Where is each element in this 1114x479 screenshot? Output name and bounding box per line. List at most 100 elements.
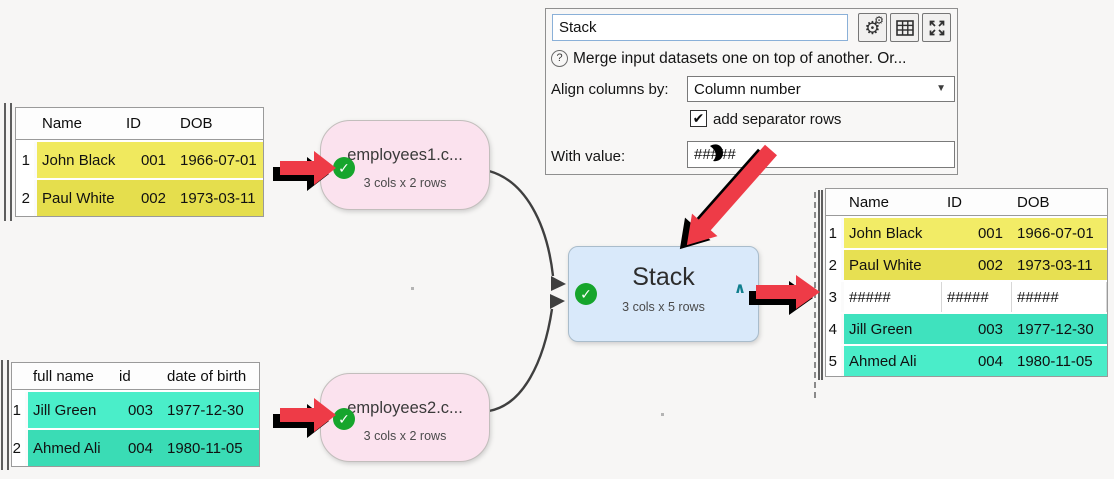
- input-table-employees1: Name ID DOB 1 John Black 001 1966-07-01 …: [15, 107, 264, 217]
- column-header: full name: [33, 367, 94, 385]
- input-table-employees2: full name id date of birth 1 Jill Green …: [11, 362, 260, 467]
- table-cell: #####: [942, 282, 1012, 312]
- table-cell: 1973-03-11: [175, 180, 263, 216]
- status-ok-icon: ✓: [575, 283, 597, 305]
- with-value-label: With value:: [551, 148, 626, 165]
- table-row: 1 John Black 001 1966-07-01: [16, 140, 263, 178]
- table-cell: Jill Green: [844, 314, 942, 344]
- table-cell: 002: [121, 180, 175, 216]
- column-header: date of birth: [167, 367, 247, 385]
- with-value-input[interactable]: [687, 141, 955, 168]
- node-employees1[interactable]: ✓ employees1.c... 3 cols x 2 rows: [320, 120, 490, 210]
- table-cell: 003: [114, 392, 162, 428]
- checkbox-check-icon: ✔: [692, 110, 705, 126]
- table-cell: 1977-12-30: [162, 392, 259, 428]
- node-size-label: 3 cols x 5 rows: [622, 300, 705, 314]
- stack-settings-panel: ⚙ ⚙ ? Merge input datasets: [545, 8, 958, 175]
- table-cell: Jill Green: [28, 392, 114, 428]
- output-table-stack: Name ID DOB 1 John Black 001 1966-07-01 …: [825, 188, 1108, 377]
- node-employees2[interactable]: ✓ employees2.c... 3 cols x 2 rows: [320, 373, 490, 462]
- table-cell: 1966-07-01: [1012, 218, 1107, 248]
- table-icon: [895, 19, 914, 36]
- table-cell: Paul White: [37, 180, 121, 216]
- show-table-button[interactable]: [890, 13, 919, 42]
- table-cell: 1980-11-05: [162, 430, 259, 466]
- column-header: ID: [126, 115, 141, 132]
- torn-edge-dashed: [814, 192, 816, 398]
- node-stack[interactable]: ✓ Stack 3 cols x 5 rows ∧: [568, 246, 759, 342]
- table-cell: 1973-03-11: [1012, 250, 1107, 280]
- table-row: 1 Jill Green 003 1977-12-30: [12, 390, 259, 428]
- table-row: 2 Paul White 002 1973-03-11: [16, 178, 263, 216]
- table-row: 2 Ahmed Ali 004 1980-11-05: [12, 428, 259, 466]
- table-cell: 001: [121, 142, 175, 178]
- table-row-separator: 3 ##### ##### #####: [826, 280, 1107, 312]
- node-title: employees1.c...: [347, 146, 463, 164]
- add-separator-rows-checkbox[interactable]: ✔: [690, 110, 707, 127]
- add-separator-rows-label: add separator rows: [713, 111, 842, 128]
- row-number: 1: [12, 392, 28, 428]
- settings-gear-button[interactable]: ⚙ ⚙: [858, 13, 887, 42]
- column-header: id: [119, 367, 131, 385]
- table-cell: 004: [114, 430, 162, 466]
- row-number: 3: [826, 282, 844, 312]
- table-row: 5 Ahmed Ali 004 1980-11-05: [826, 344, 1107, 376]
- table-cell: #####: [844, 282, 942, 312]
- gears-icon: ⚙: [864, 17, 881, 38]
- table-cell: #####: [1012, 282, 1107, 312]
- table-cell: Ahmed Ali: [844, 346, 942, 376]
- row-number: 1: [16, 142, 37, 178]
- row-number: 2: [16, 180, 37, 216]
- table-cell: 1980-11-05: [1012, 346, 1107, 376]
- arrow-stack-to-output: [756, 275, 820, 309]
- transform-name-input[interactable]: [552, 14, 848, 41]
- column-header: Name: [849, 193, 890, 211]
- gear-small-icon: ⚙: [874, 15, 884, 27]
- table-header-row: full name id date of birth: [12, 363, 259, 390]
- row-number: 4: [826, 314, 844, 344]
- table-cell: John Black: [37, 142, 121, 178]
- torn-edge-bar: [4, 103, 12, 221]
- align-columns-select[interactable]: Column number ▼: [687, 76, 955, 102]
- connector-employees1-stack: [488, 169, 555, 277]
- node-size-label: 3 cols x 2 rows: [363, 429, 447, 443]
- row-number: 2: [826, 250, 844, 280]
- table-cell: 002: [942, 250, 1012, 280]
- table-cell: 003: [942, 314, 1012, 344]
- table-cell: 1966-07-01: [175, 142, 263, 178]
- table-header-row: Name ID DOB: [16, 108, 263, 140]
- table-cell: Ahmed Ali: [28, 430, 114, 466]
- help-icon[interactable]: ?: [551, 50, 568, 67]
- table-row: 1 John Black 001 1966-07-01: [826, 216, 1107, 248]
- connector-arrowhead: [550, 294, 565, 309]
- table-cell: John Black: [844, 218, 942, 248]
- canvas-grid-dot: [661, 413, 664, 416]
- dropdown-arrow-icon: ▼: [936, 83, 946, 94]
- row-number: 5: [826, 346, 844, 376]
- column-header: DOB: [180, 115, 213, 132]
- collapse-caret-icon[interactable]: ∧: [733, 280, 746, 297]
- node-title: employees2.c...: [347, 399, 463, 417]
- torn-edge-bar: [818, 190, 823, 380]
- table-cell: Paul White: [844, 250, 942, 280]
- node-title: Stack: [632, 263, 695, 291]
- column-header: ID: [947, 193, 962, 211]
- table-cell: 004: [942, 346, 1012, 376]
- connector-employees2-stack: [488, 308, 554, 413]
- connector-arrowhead: [551, 276, 566, 291]
- row-number: 1: [826, 218, 844, 248]
- expand-panel-button[interactable]: [922, 13, 951, 42]
- row-number: 2: [12, 430, 28, 466]
- torn-edge-bar: [1, 360, 9, 470]
- status-ok-icon: ✓: [333, 408, 355, 430]
- status-ok-icon: ✓: [333, 157, 355, 179]
- table-header-row: Name ID DOB: [826, 189, 1107, 216]
- expand-arrows-icon: [929, 20, 944, 35]
- column-header: Name: [42, 115, 83, 132]
- transform-description: Merge input datasets one on top of anoth…: [573, 50, 907, 67]
- node-size-label: 3 cols x 2 rows: [363, 176, 447, 190]
- selected-option: Column number: [694, 80, 801, 98]
- align-columns-label: Align columns by:: [551, 81, 669, 98]
- table-cell: 1977-12-30: [1012, 314, 1107, 344]
